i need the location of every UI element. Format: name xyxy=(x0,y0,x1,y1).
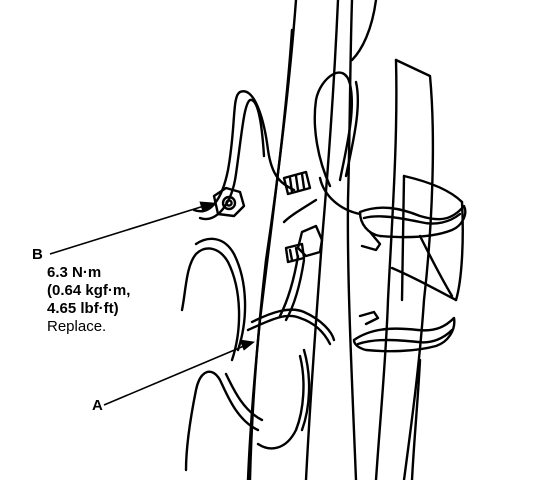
torque-spec-block: 6.3 N·m (0.64 kgf·m, 4.65 lbf·ft) Replac… xyxy=(47,264,130,336)
torque-kgf: (0.64 kgf·m, xyxy=(47,282,131,299)
arrowhead-b xyxy=(199,201,216,213)
replace-note: Replace. xyxy=(47,318,107,335)
callout-a-letter: A xyxy=(92,397,103,414)
leader-lines xyxy=(49,201,255,406)
leader-line-a xyxy=(103,345,245,406)
flange-nut xyxy=(212,186,246,218)
leader-line-b xyxy=(49,205,205,255)
upper-stud xyxy=(282,170,312,196)
torque-lbf: 4.65 lbf·ft) xyxy=(47,300,119,317)
torque-nm: 6.3 N·m xyxy=(47,264,102,281)
wire-hanger-a xyxy=(180,90,336,472)
callout-b-letter: B xyxy=(32,246,43,263)
bracket-plate xyxy=(390,174,464,302)
arrowhead-a xyxy=(239,339,255,351)
hanger-rings xyxy=(352,204,467,353)
wire-hanger-upper xyxy=(278,71,362,322)
lower-bolt xyxy=(284,224,324,264)
